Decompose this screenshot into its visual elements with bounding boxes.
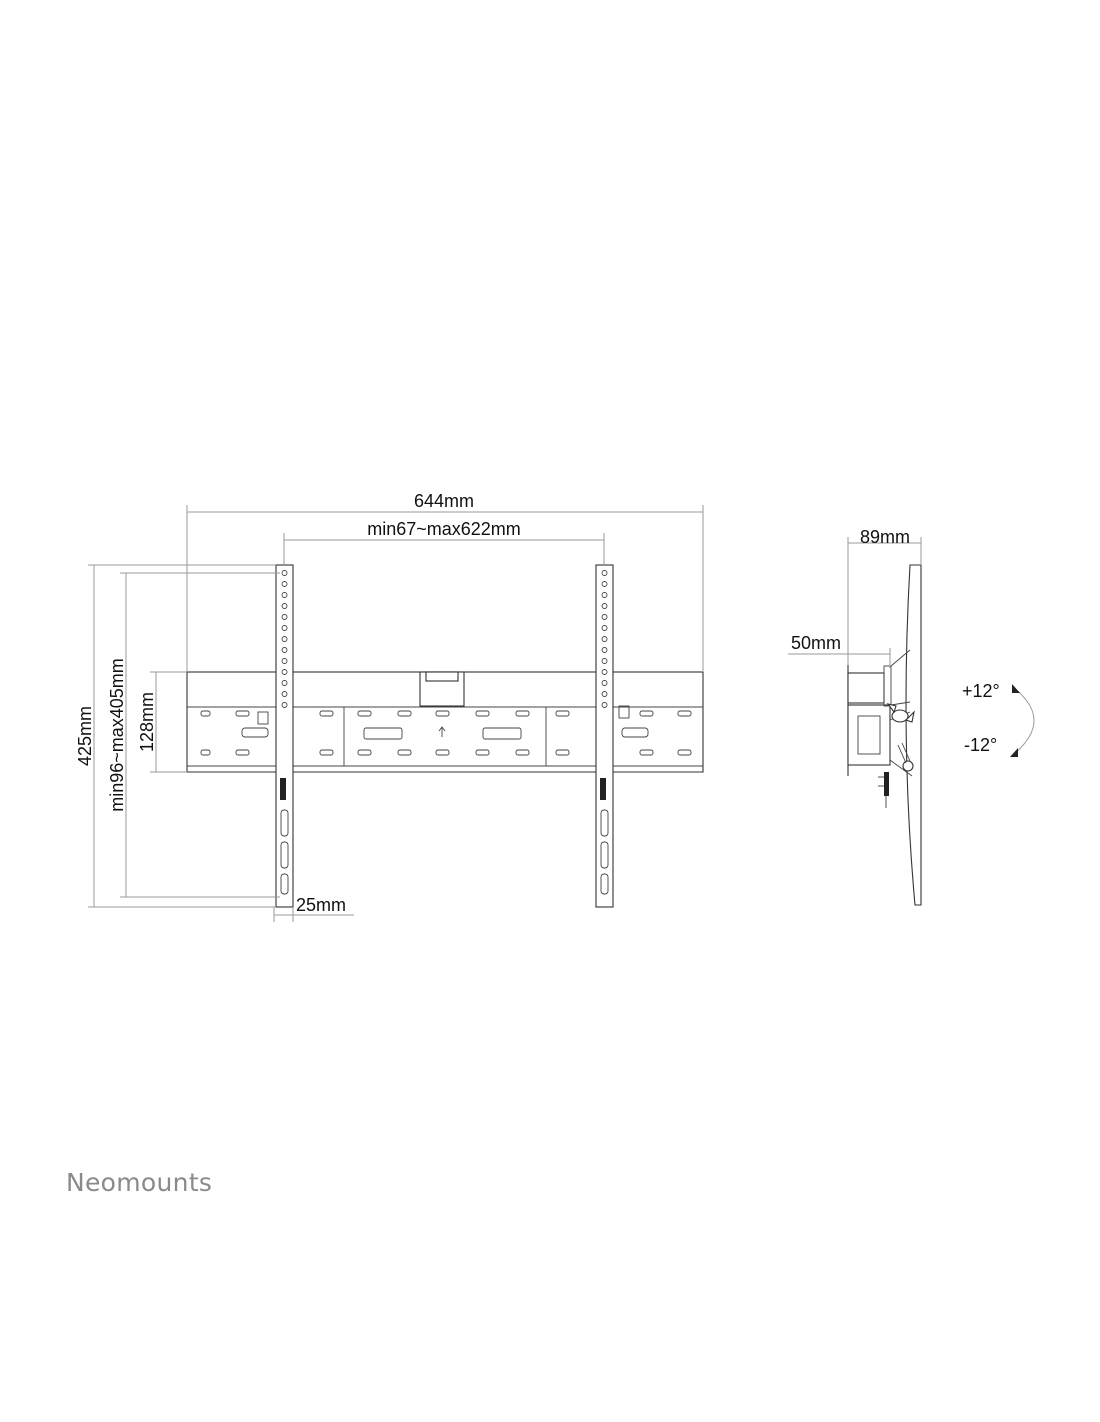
tilt-up-arrow-icon: [1012, 684, 1020, 693]
plate-slots: [200, 705, 692, 766]
overall-width-label: 644mm: [414, 491, 474, 511]
depth-label: 89mm: [860, 527, 910, 547]
side-arm-housing: [847, 704, 891, 766]
tilt-down-arrow-icon: [1010, 748, 1018, 757]
hole-spacing-label: min67~max622mm: [367, 519, 521, 539]
brand-logo: Neomounts: [66, 1168, 213, 1197]
front-dimension-lines: [88, 505, 704, 922]
vertical-range-label: min96~max405mm: [107, 658, 127, 812]
side-view: 89mm 50mm +12° -12°: [788, 527, 1035, 906]
tilt-down-label: -12°: [964, 735, 997, 755]
side-tv-bracket: [905, 564, 922, 906]
tilt-arc: [1013, 687, 1035, 755]
tilt-up-label: +12°: [962, 681, 1000, 701]
overall-height-label: 425mm: [75, 706, 95, 766]
front-view: 644mm min67~max622mm 425mm min96~max405m…: [75, 491, 704, 922]
strip-width-label: 25mm: [296, 895, 346, 915]
tilt-knob: [891, 709, 909, 723]
min-depth-label: 50mm: [791, 633, 841, 653]
pivot-screw: [902, 760, 914, 772]
side-wall-plate: [847, 672, 885, 704]
plate-height-label: 128mm: [137, 692, 157, 752]
